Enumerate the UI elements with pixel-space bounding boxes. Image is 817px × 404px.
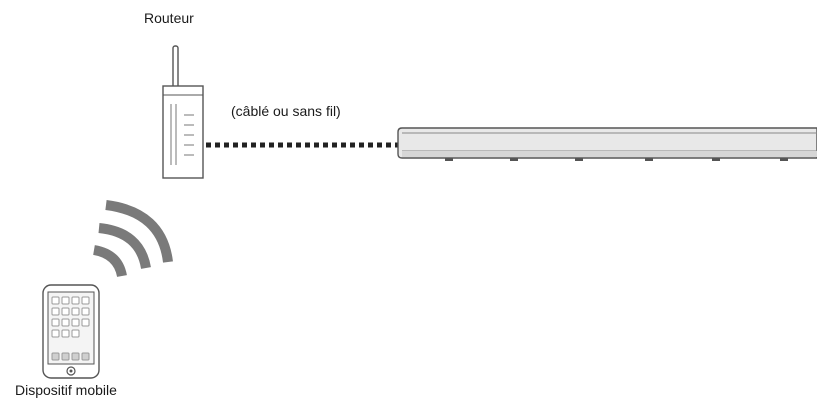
wireless-signal-icon	[92, 200, 173, 278]
soundbar-icon	[397, 127, 817, 161]
mobile-device-label: Dispositif mobile	[15, 382, 117, 398]
mobile-device-icon	[42, 284, 100, 379]
connection-label: (câblé ou sans fil)	[231, 103, 341, 119]
router-label: Routeur	[144, 10, 194, 26]
router-icon	[162, 45, 204, 179]
